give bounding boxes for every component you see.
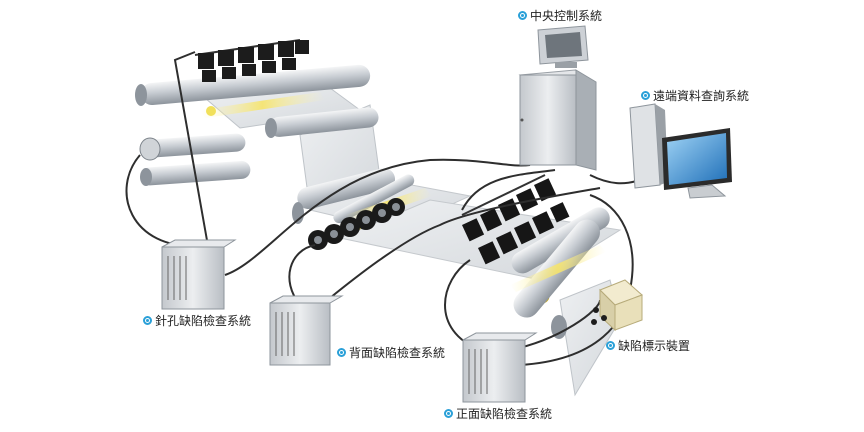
central-control-cabinet [518, 25, 597, 171]
roller [333, 174, 415, 224]
remote-query-workstation [629, 103, 732, 199]
label-central-control: 中央控制系統 [518, 7, 602, 24]
circle-dot-icon [444, 409, 453, 418]
label-central-control-text: 中央控制系統 [530, 9, 603, 23]
rollers [135, 64, 610, 339]
circle-dot-icon [641, 91, 650, 100]
label-back-inspection: 背面缺陷檢查系統 [337, 344, 445, 361]
label-back-inspection-text: 背面缺陷檢查系統 [349, 346, 446, 360]
circle-dot-icon [337, 348, 346, 357]
roller [265, 107, 379, 138]
roller [139, 133, 246, 161]
pinhole-inspection-cabinet [161, 239, 237, 310]
label-pinhole-inspection: 針孔缺陷檢查系統 [143, 312, 251, 329]
label-front-inspection-text: 正面缺陷檢查系統 [456, 407, 553, 421]
label-front-inspection: 正面缺陷檢查系統 [444, 405, 552, 422]
roller [135, 64, 371, 106]
circle-dot-icon [143, 316, 152, 325]
back-inspection-cabinet [269, 295, 344, 366]
label-defect-marker: 缺陷標示裝置 [606, 337, 690, 354]
label-pinhole-inspection-text: 針孔缺陷檢查系統 [155, 314, 252, 328]
pinhole-camera-array [194, 39, 309, 82]
front-camera-array [461, 174, 570, 265]
defect-marker-device [591, 279, 643, 332]
circle-dot-icon [518, 11, 527, 20]
label-remote-query: 遠端資料查詢系統 [641, 87, 749, 104]
label-remote-query-text: 遠端資料查詢系統 [653, 89, 750, 103]
circle-dot-icon [606, 341, 615, 350]
front-inspection-cabinet [462, 332, 538, 403]
label-defect-marker-text: 缺陷標示裝置 [618, 339, 691, 353]
back-camera-array [308, 198, 405, 250]
